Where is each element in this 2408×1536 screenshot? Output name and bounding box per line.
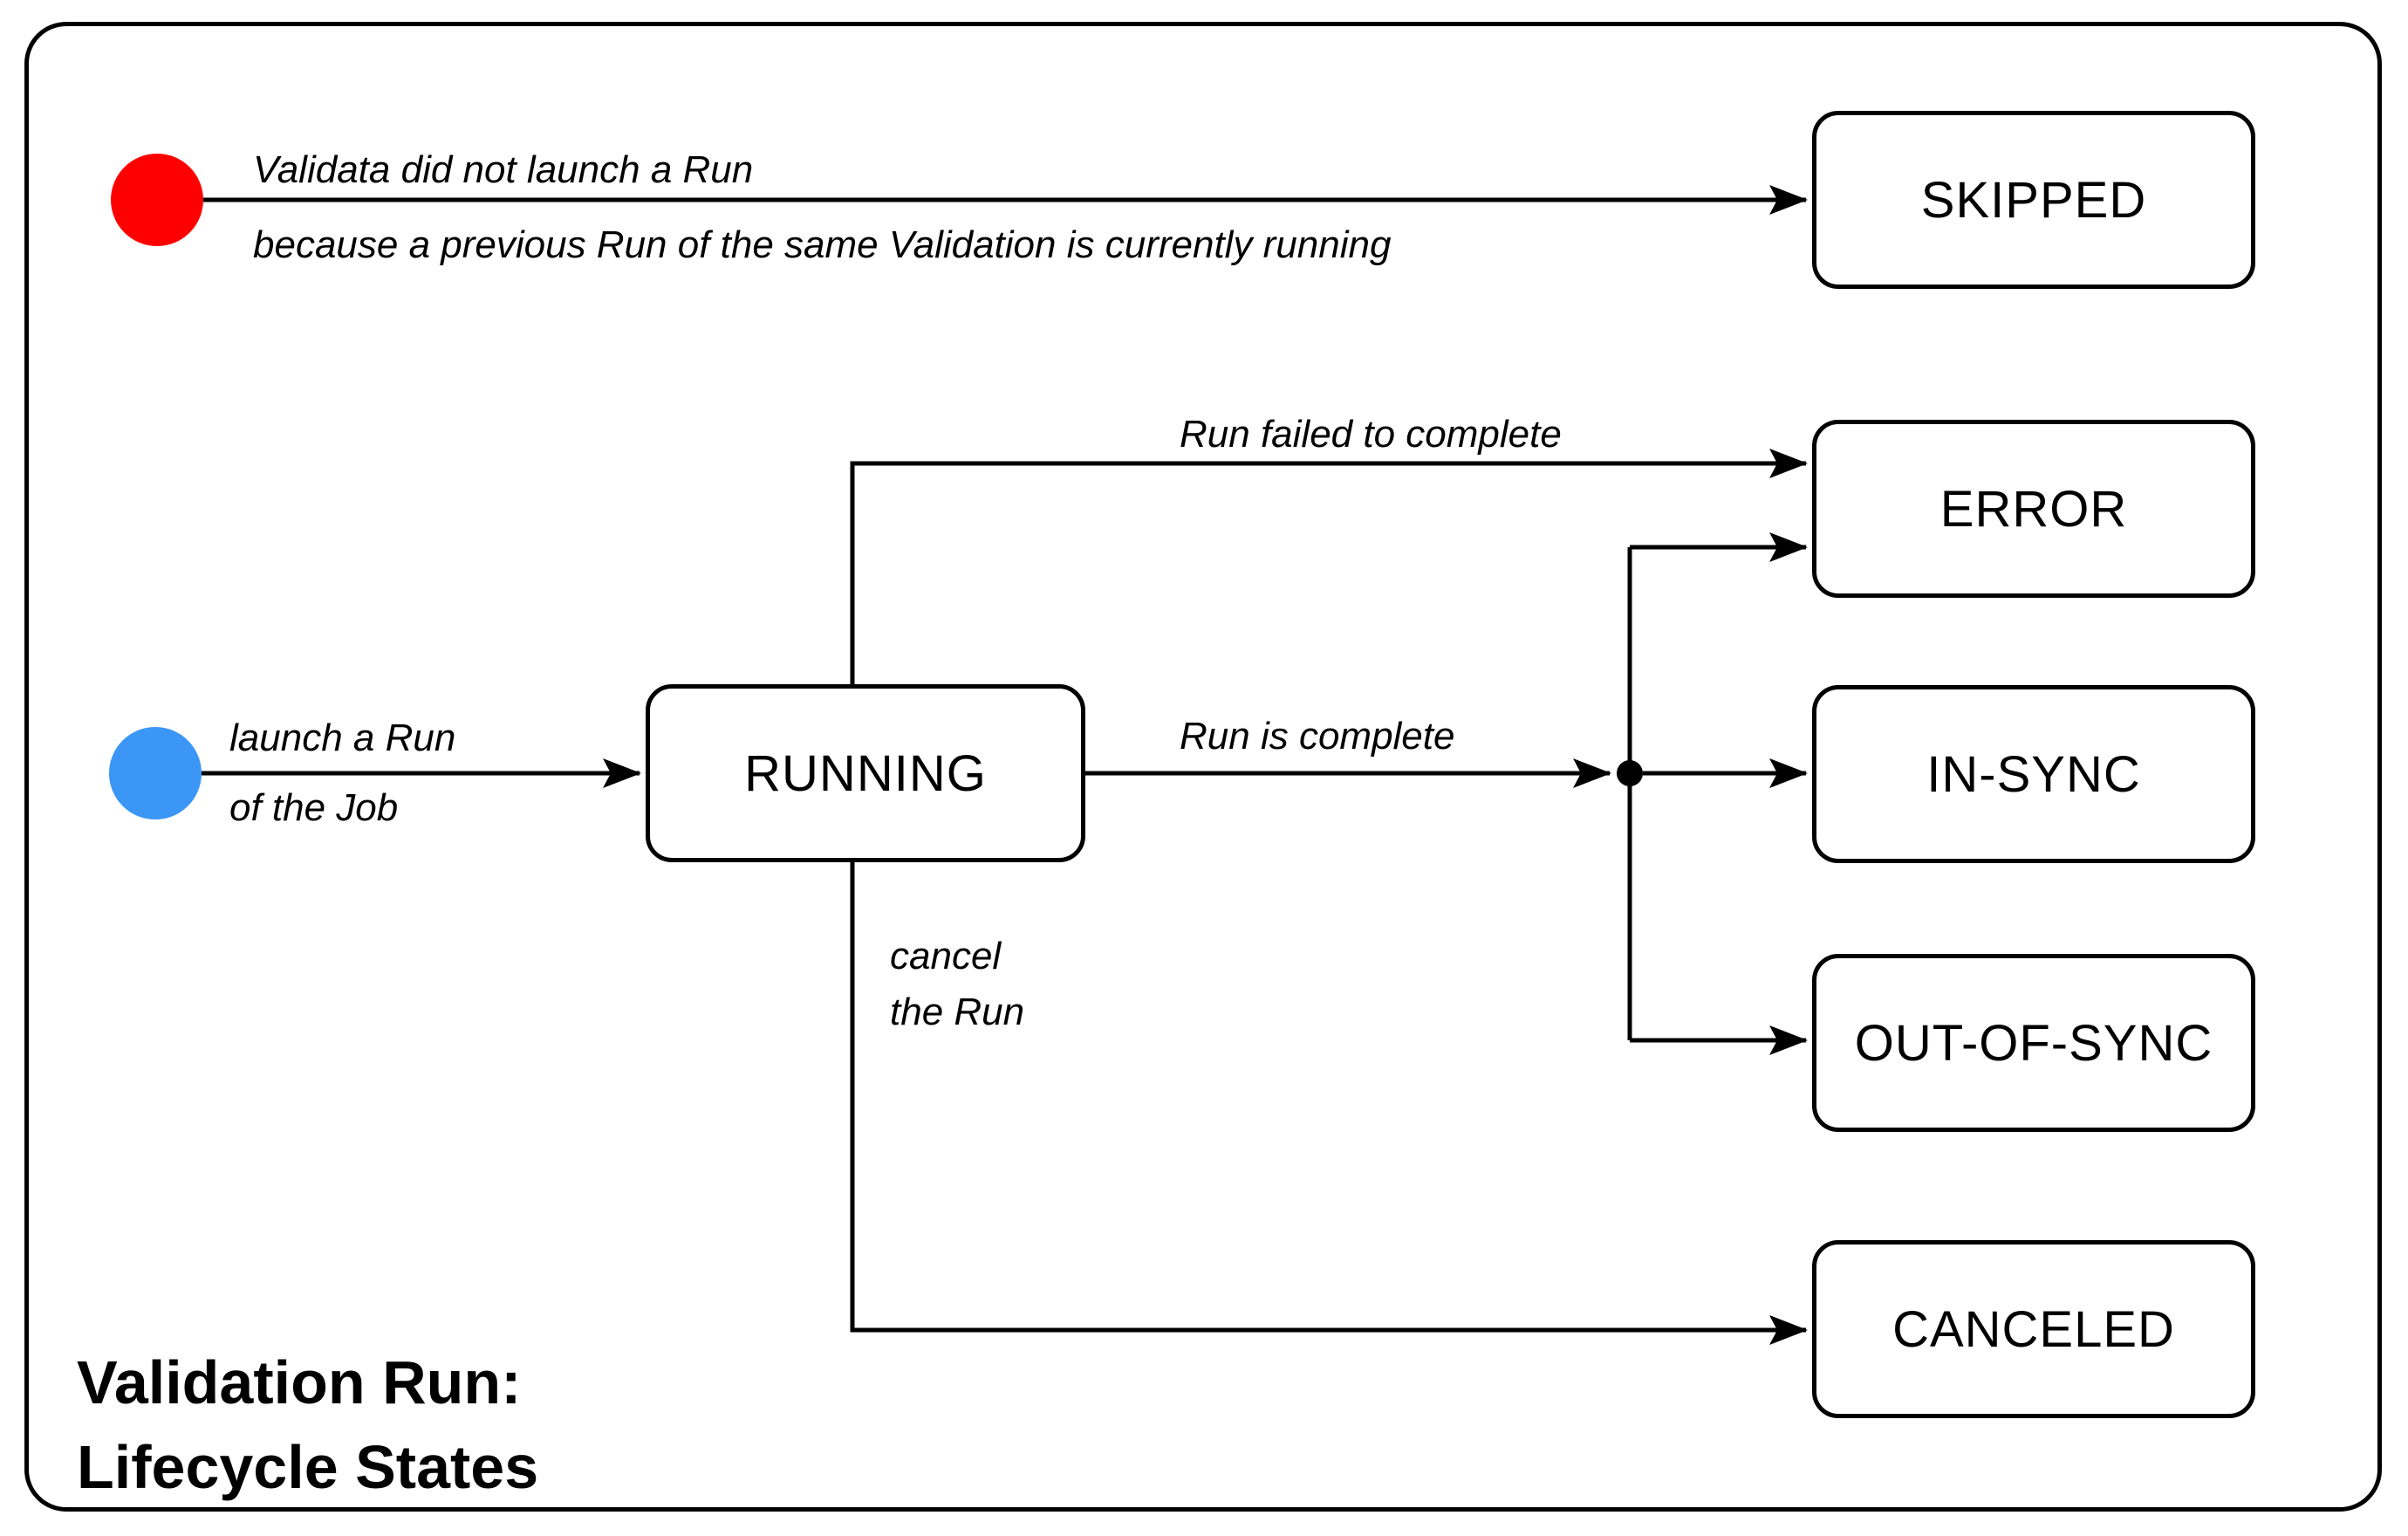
label-launch-line2: of the Job — [229, 786, 399, 829]
edge-cancel — [850, 862, 1808, 1345]
state-box-error: ERROR — [1812, 420, 2255, 598]
state-label-canceled: CANCELED — [1892, 1300, 2175, 1358]
label-run-failed: Run failed to complete — [1180, 413, 1562, 456]
state-box-skipped: SKIPPED — [1812, 111, 2255, 289]
label-run-complete: Run is complete — [1180, 715, 1455, 758]
state-label-error: ERROR — [1939, 480, 2128, 538]
edge-run-failed — [850, 449, 1808, 686]
diagram-title: Validation Run: Lifecycle States — [77, 1341, 538, 1510]
start-node-running — [109, 727, 202, 819]
label-skipped-reason-line2: because a previous Run of the same Valid… — [253, 223, 1392, 266]
label-cancel: cancel the Run — [890, 929, 1152, 1040]
start-node-skipped — [111, 154, 203, 246]
label-launch-line1: launch a Run — [229, 717, 456, 759]
state-label-running: RUNNING — [744, 744, 987, 802]
label-cancel-line2: the Run — [890, 991, 1025, 1033]
diagram-title-line2: Lifecycle States — [77, 1433, 539, 1501]
outer-border — [24, 22, 2382, 1512]
label-cancel-line1: cancel — [890, 935, 1002, 977]
state-label-in-sync: IN-SYNC — [1926, 745, 2141, 803]
state-box-out-of-sync: OUT-OF-SYNC — [1812, 954, 2255, 1132]
state-label-skipped: SKIPPED — [1920, 171, 2147, 229]
label-skipped-reason-line1: Validata did not launch a Run — [253, 148, 754, 191]
junction-dot — [1617, 760, 1643, 786]
state-box-in-sync: IN-SYNC — [1812, 685, 2255, 863]
state-box-canceled: CANCELED — [1812, 1240, 2255, 1418]
state-label-out-of-sync: OUT-OF-SYNC — [1854, 1014, 2213, 1072]
diagram-title-line1: Validation Run: — [77, 1348, 522, 1416]
state-box-running: RUNNING — [646, 684, 1085, 862]
